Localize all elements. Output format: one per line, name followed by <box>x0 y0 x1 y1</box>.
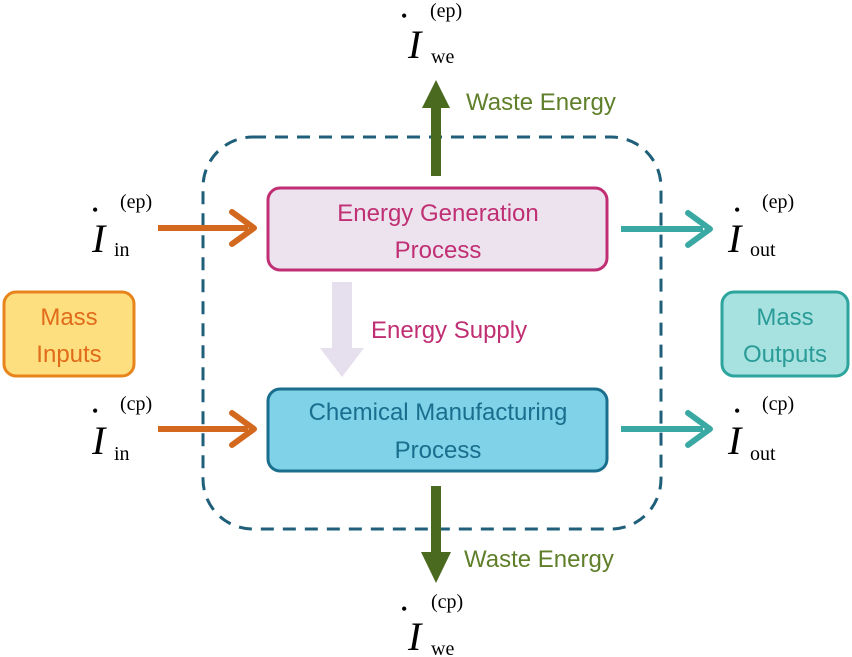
symbol-input-cp: • (cp) I in <box>91 393 152 465</box>
energy-input-arrow <box>158 209 257 247</box>
symbol-sup: (cp) <box>120 393 152 415</box>
symbol-waste-energy-cp: • (cp) I we <box>401 591 463 657</box>
waste-energy-down-arrow <box>421 486 451 583</box>
symbol-sub: we <box>431 46 454 68</box>
waste-energy-bottom-label: Waste Energy <box>464 546 614 573</box>
chemical-process-label-line1: Chemical Manufacturing <box>309 399 568 426</box>
symbol-base: I <box>407 614 423 657</box>
symbol-sup: (ep) <box>430 0 462 22</box>
symbol-base: I <box>407 22 423 67</box>
energy-output-arrow <box>621 210 713 248</box>
symbol-output-ep: • (ep) I out <box>727 191 794 261</box>
symbol-sup: (ep) <box>120 191 152 213</box>
symbol-sup: (ep) <box>762 191 794 213</box>
energy-supply-arrow <box>320 282 364 377</box>
symbol-sub: we <box>431 638 454 657</box>
symbol-dot: • <box>401 599 407 619</box>
chemical-process-label-line2: Process <box>395 437 482 464</box>
symbol-input-ep: • (ep) I in <box>91 191 152 261</box>
symbol-sub: in <box>114 443 130 465</box>
energy-process-label-line1: Energy Generation <box>337 200 538 227</box>
symbol-output-cp: • (cp) I out <box>727 393 794 465</box>
symbol-dot: • <box>92 200 98 220</box>
symbol-sub: in <box>114 239 130 261</box>
symbol-waste-energy-ep: • (ep) I we <box>401 0 462 68</box>
chemical-manufacturing-process-box <box>266 387 609 473</box>
chemical-input-arrow <box>158 410 257 448</box>
symbol-base: I <box>91 216 107 261</box>
mass-inputs-label-line2: Inputs <box>36 341 101 368</box>
mass-outputs-label-line1: Mass <box>756 304 813 331</box>
waste-energy-top-label: Waste Energy <box>466 89 616 116</box>
symbol-dot: • <box>401 6 407 26</box>
symbol-base: I <box>727 216 743 261</box>
energy-supply-label: Energy Supply <box>371 317 527 344</box>
energy-generation-process-box <box>266 186 609 272</box>
mass-inputs-box <box>2 290 136 378</box>
energy-process-label-line2: Process <box>395 237 482 264</box>
waste-energy-up-arrow <box>422 80 450 176</box>
symbol-sub: out <box>750 443 776 465</box>
symbol-dot: • <box>734 200 740 220</box>
symbol-dot: • <box>92 401 98 421</box>
mass-inputs-label-line1: Mass <box>40 304 97 331</box>
symbol-base: I <box>91 418 107 463</box>
mass-outputs-label-line2: Outputs <box>743 341 827 368</box>
symbol-sub: out <box>750 239 776 261</box>
symbol-sup: (cp) <box>431 591 463 613</box>
chemical-output-arrow <box>621 410 713 448</box>
symbol-base: I <box>727 418 743 463</box>
mass-outputs-box <box>720 290 850 378</box>
symbol-sup: (cp) <box>762 393 794 415</box>
symbol-dot: • <box>734 401 740 421</box>
